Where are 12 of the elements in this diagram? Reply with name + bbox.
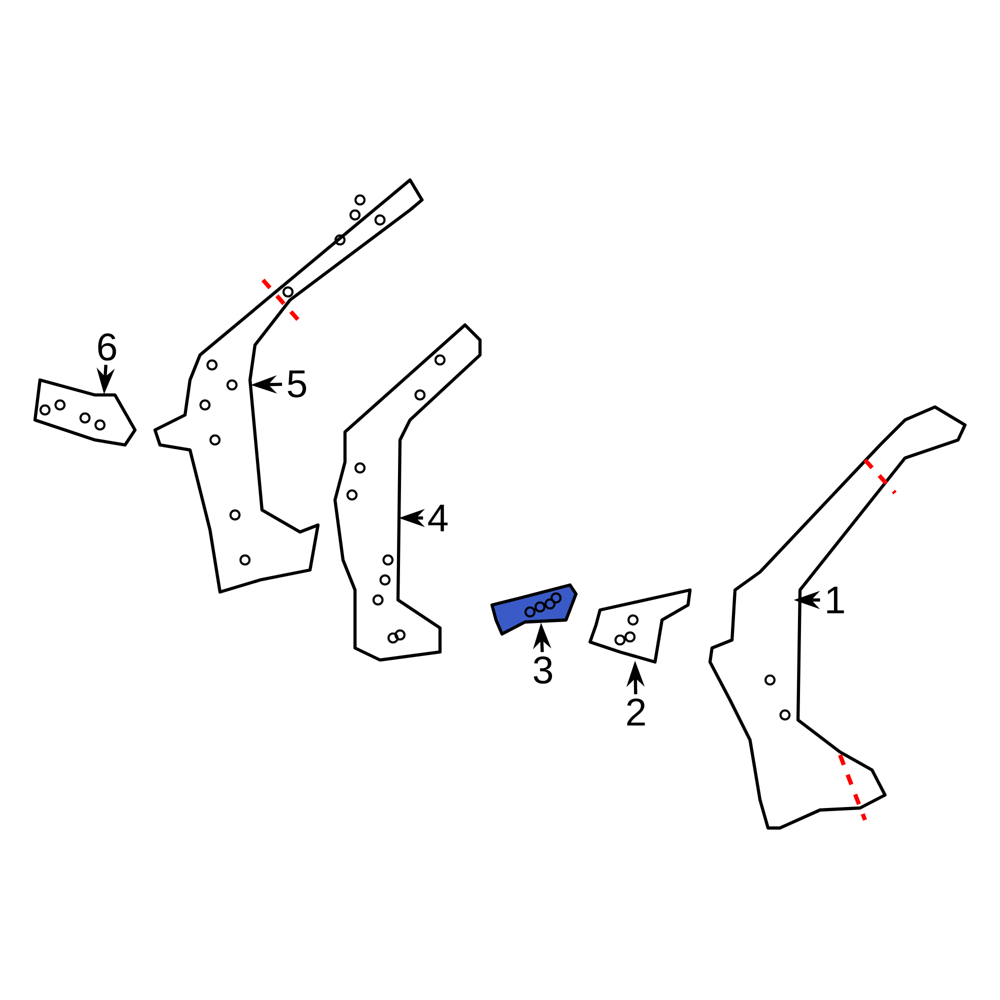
callout-number: 5 [288, 370, 306, 398]
part-drawing [333, 323, 482, 662]
callout-number: 6 [98, 333, 116, 361]
part-drawing [153, 178, 424, 594]
callout-number: 3 [534, 656, 552, 684]
callout-number: 2 [627, 698, 645, 726]
part-drawing [33, 378, 137, 447]
part-drawing [708, 405, 967, 830]
callout-number: 1 [827, 586, 844, 614]
part-drawing [490, 583, 578, 636]
part-drawing [588, 588, 692, 664]
callout-number: 4 [428, 504, 448, 532]
